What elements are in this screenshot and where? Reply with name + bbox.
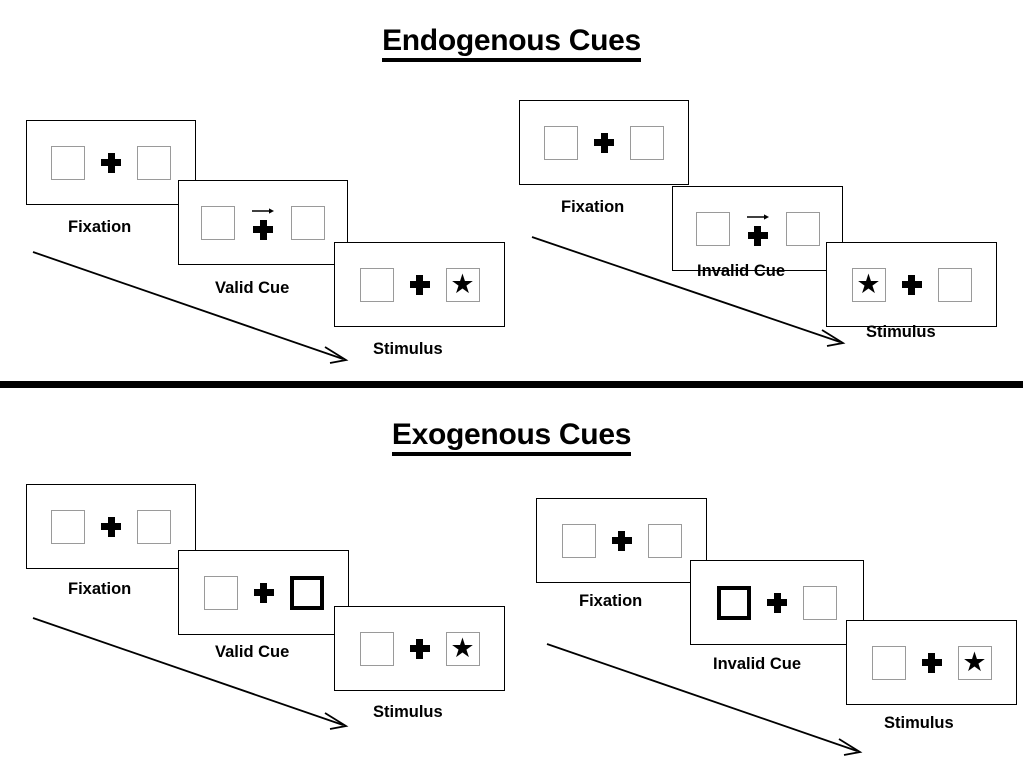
placeholder-box-left-target: ★ (851, 267, 886, 302)
placeholder-box-left (871, 645, 906, 680)
stage-label-invalid-cue: Invalid Cue (713, 655, 802, 673)
trial-frame-endogenous-valid-fixation[interactable] (26, 120, 196, 205)
frame-content (179, 205, 347, 240)
fixation-cross-icon (594, 132, 614, 153)
placeholder-box-left (544, 125, 578, 160)
placeholder-box-left (695, 211, 730, 246)
placeholder-box-left (561, 523, 596, 558)
frame-content (673, 211, 842, 246)
fixation-cross-icon (253, 582, 274, 603)
central-cue (746, 212, 770, 246)
fixation-cross-icon (767, 592, 787, 613)
trial-frame-exogenous-invalid-cue[interactable] (690, 560, 864, 645)
frame-content (691, 585, 863, 620)
stage-label-fixation: Fixation (579, 592, 643, 610)
section-title-exogenous-text: Exogenous Cues (391, 418, 631, 456)
star-icon: ★ (450, 632, 475, 663)
placeholder-box-right (630, 125, 664, 160)
fixation-cross-icon (253, 219, 273, 240)
stage-label-valid-cue: Valid Cue (215, 279, 290, 297)
trial-frame-endogenous-valid-cue[interactable] (178, 180, 348, 265)
placeholder-box-right (937, 267, 972, 302)
frame-content (27, 509, 195, 544)
trial-frame-endogenous-invalid-fixation[interactable] (519, 100, 689, 185)
placeholder-box-left (201, 205, 235, 240)
star-icon: ★ (450, 268, 475, 299)
placeholder-box-right (803, 585, 837, 620)
stage-label-invalid-cue: Invalid Cue (697, 262, 786, 280)
stage-label-stimulus: Stimulus (866, 323, 936, 341)
trial-frame-exogenous-valid-cue[interactable] (178, 550, 349, 635)
arrow-right-cue-icon (252, 207, 274, 214)
stage-label-fixation: Fixation (68, 218, 132, 236)
trial-frame-exogenous-invalid-stimulus[interactable]: ★ (846, 620, 1017, 705)
stage-label-stimulus: Stimulus (373, 340, 443, 358)
star-icon: ★ (856, 268, 881, 299)
trial-frame-endogenous-invalid-cue[interactable] (672, 186, 843, 271)
fixation-cross-icon (409, 274, 430, 295)
frame-content (520, 125, 688, 160)
trial-frame-endogenous-invalid-stimulus[interactable]: ★ (826, 242, 997, 327)
placeholder-box-left (51, 509, 85, 544)
placeholder-box-left (359, 267, 394, 302)
arrow-right-cue-icon (746, 213, 769, 220)
trial-frame-exogenous-valid-fixation[interactable] (26, 484, 196, 569)
section-title-endogenous-text: Endogenous Cues (382, 24, 641, 62)
section-title-exogenous: Exogenous Cues (0, 418, 1023, 456)
fixation-cross-icon (409, 638, 430, 659)
section-title-endogenous: Endogenous Cues (0, 24, 1023, 62)
stage-label-stimulus: Stimulus (373, 703, 443, 721)
fixation-cross-icon (901, 274, 922, 295)
fixation-cross-icon (101, 152, 121, 173)
trial-frame-exogenous-valid-stimulus[interactable]: ★ (334, 606, 505, 691)
placeholder-box-right-target: ★ (445, 267, 480, 302)
fixation-cross-icon (921, 652, 942, 673)
placeholder-box-right (647, 523, 682, 558)
placeholder-box-left (203, 575, 238, 610)
placeholder-box-left (359, 631, 394, 666)
fixation-cross-icon (101, 516, 121, 537)
placeholder-box-right-cued (289, 575, 324, 610)
placeholder-box-right (785, 211, 820, 246)
placeholder-box-right (137, 145, 171, 180)
trial-frame-exogenous-invalid-fixation[interactable] (536, 498, 707, 583)
section-divider (0, 381, 1023, 388)
stage-label-stimulus: Stimulus (884, 714, 954, 732)
placeholder-box-right-target: ★ (445, 631, 480, 666)
stage-label-fixation: Fixation (68, 580, 132, 598)
placeholder-box-right (137, 509, 171, 544)
placeholder-box-left-cued (717, 585, 751, 620)
placeholder-box-right (291, 205, 325, 240)
trial-frame-endogenous-valid-stimulus[interactable]: ★ (334, 242, 505, 327)
frame-content: ★ (335, 267, 504, 302)
frame-content: ★ (335, 631, 504, 666)
frame-content (179, 575, 348, 610)
placeholder-box-right-target: ★ (957, 645, 992, 680)
fixation-cross-icon (611, 530, 632, 551)
stage-label-fixation: Fixation (561, 198, 625, 216)
stage-label-valid-cue: Valid Cue (215, 643, 290, 661)
frame-content (537, 523, 706, 558)
time-sequence-arrow-exogenous-invalid (546, 643, 863, 756)
star-icon: ★ (962, 646, 987, 677)
fixation-cross-icon (747, 225, 768, 246)
frame-content (27, 145, 195, 180)
frame-content: ★ (847, 645, 1016, 680)
frame-content: ★ (827, 267, 996, 302)
placeholder-box-left (51, 145, 85, 180)
central-cue (251, 206, 275, 240)
